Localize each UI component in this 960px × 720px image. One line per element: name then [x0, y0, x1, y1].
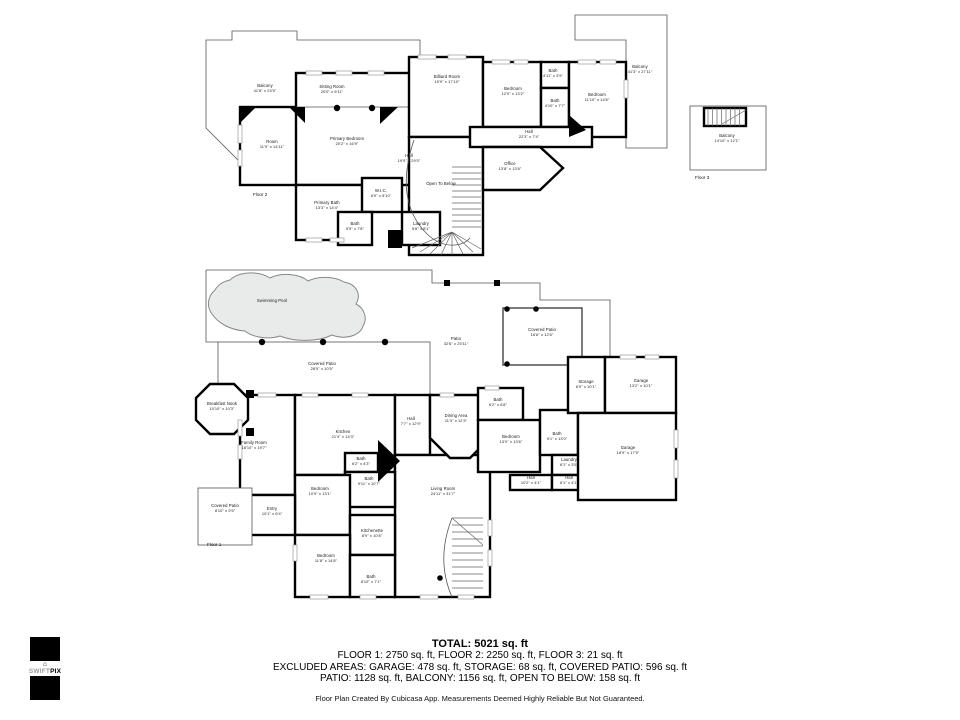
- logo-text-swift: SWIFT: [28, 668, 51, 675]
- excluded-areas: EXCLUDED AREAS: GARAGE: 478 sq. ft, STOR…: [272, 661, 688, 673]
- area-summary: TOTAL: 5021 sq. ft FLOOR 1: 2750 sq. ft,…: [0, 638, 960, 703]
- disclaimer: Floor Plan Created By Cubicasa App. Meas…: [315, 693, 645, 703]
- patio-balcony-areas: PATIO: 1128 sq. ft, BALCONY: 1156 sq. ft…: [320, 673, 640, 684]
- logo-square-top: [30, 637, 60, 661]
- room-label: Open To Below: [426, 181, 456, 186]
- floor2-plan: [205, 14, 668, 257]
- house-icon: ⌂: [42, 661, 48, 668]
- floor1-plan: [194, 269, 679, 600]
- total-area: TOTAL: 5021 sq. ft: [431, 638, 529, 650]
- logo-wordmark: SWIFTPIX: [26, 668, 64, 675]
- floor-label: Floor 2: [253, 192, 268, 197]
- logo-text-pix: PIX: [50, 668, 62, 675]
- floor-label: Floor 3: [695, 175, 710, 180]
- logo-square-bottom: [30, 676, 60, 700]
- floor-label: Floor 1: [207, 542, 222, 547]
- floor-areas: FLOOR 1: 2750 sq. ft, FLOOR 2: 2250 sq. …: [337, 650, 623, 661]
- swiftpix-logo: ⌂ SWIFTPIX: [26, 637, 64, 700]
- room-label: W.I.C.6'9" x 5'10": [370, 188, 392, 198]
- room-label: Swimming Pool: [256, 298, 288, 303]
- floor3-plan: [689, 105, 767, 171]
